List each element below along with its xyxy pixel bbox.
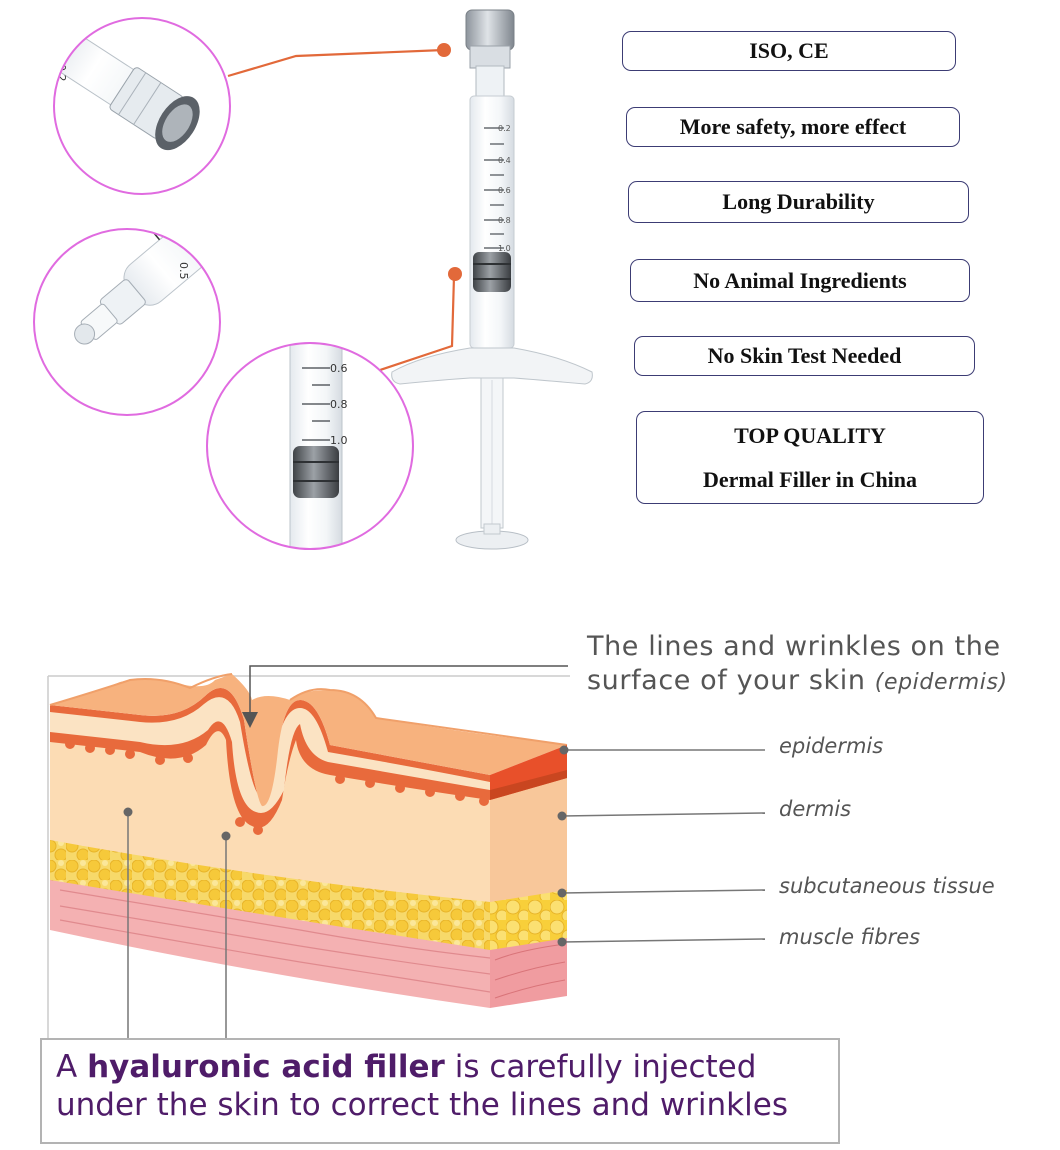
wrinkles-title-line1: The lines and wrinkles on the [587,631,1001,662]
feature-label: No Animal Ingredients [693,267,907,293]
wrinkle-pointer-line [249,665,568,724]
filler-caption-box: A hyaluronic acid filler is carefully in… [40,1038,840,1144]
label-subcutaneous-tissue: subcutaneous tissue [779,874,995,898]
caption-bold: hyaluronic acid filler [87,1049,445,1085]
feature-label-line2: Dermal Filler in China [702,466,918,492]
muscle-layer [50,878,490,1008]
dermis-leader [561,812,766,817]
barrel-scale-label-4: 0.8 [498,216,511,225]
muscle-leader [561,938,766,943]
wrinkles-title-line2: surface of your skin (epidermis) [587,664,1008,700]
feature-box-durability: Long Durability [628,181,969,223]
barrel-scale-label-5: 1.0 [498,244,511,253]
circle-scale-label-3: 1.0 [330,434,348,447]
wrinkles-title-line2-text: surface of your skin [587,665,866,696]
feature-box-no-skin-test: No Skin Test Needed [634,336,975,376]
caption-line2: under the skin to correct the lines and … [56,1087,788,1123]
product-illustration: 0.2 0.5 [33,9,593,550]
feature-label: No Skin Test Needed [707,343,902,369]
detail-circle-connector: 0.5 [33,228,221,416]
caption-line1: A hyaluronic acid filler is carefully in… [56,1048,838,1086]
feature-label: More safety, more effect [679,114,907,140]
leader-dot-cap [437,43,451,57]
feature-box-animal-free: No Animal Ingredients [630,259,970,302]
barrel-scale-label-2: 0.4 [498,156,511,165]
syringe-image [391,9,593,550]
caption-pre: A [56,1049,88,1085]
wrinkle-pointer-arrowhead [242,712,258,728]
circle-scale-label-2: 0.8 [330,398,348,411]
feature-label: Long Durability [722,189,875,215]
barrel-scale-label-3: 0.6 [498,186,511,195]
label-epidermis: epidermis [779,734,884,758]
label-dermis: dermis [779,797,852,821]
barrel-scale-label-1: 0.2 [498,124,511,133]
feature-label: ISO, CE [749,38,829,64]
skin-surface [50,674,567,807]
leader-dot-stopper [448,267,462,281]
skin-layers-diagram [47,665,766,1040]
caption-post: is carefully injected [444,1049,757,1085]
circle-mid-scale-label: 0.5 [177,262,190,280]
label-muscle-fibres: muscle fibres [779,925,921,949]
subcutaneous-layer [50,838,490,950]
feature-label-line1: TOP QUALITY [734,423,886,449]
feature-box-safety: More safety, more effect [626,107,960,147]
wrinkles-title-paren: (epidermis) [874,670,1008,695]
leader-lines [227,48,456,372]
detail-circle-luer-tip: 0.2 [53,17,231,195]
feature-box-certification: ISO, CE [622,31,956,71]
circle-scale-label-1: 0.6 [330,362,348,375]
subcutaneous-leader [561,889,766,894]
detail-circle-stopper: 0.6 0.8 1.0 [206,342,414,550]
wrinkles-title: The lines and wrinkles on the surface of… [587,630,1008,700]
feature-box-top-quality: TOP QUALITY Dermal Filler in China [636,411,984,504]
